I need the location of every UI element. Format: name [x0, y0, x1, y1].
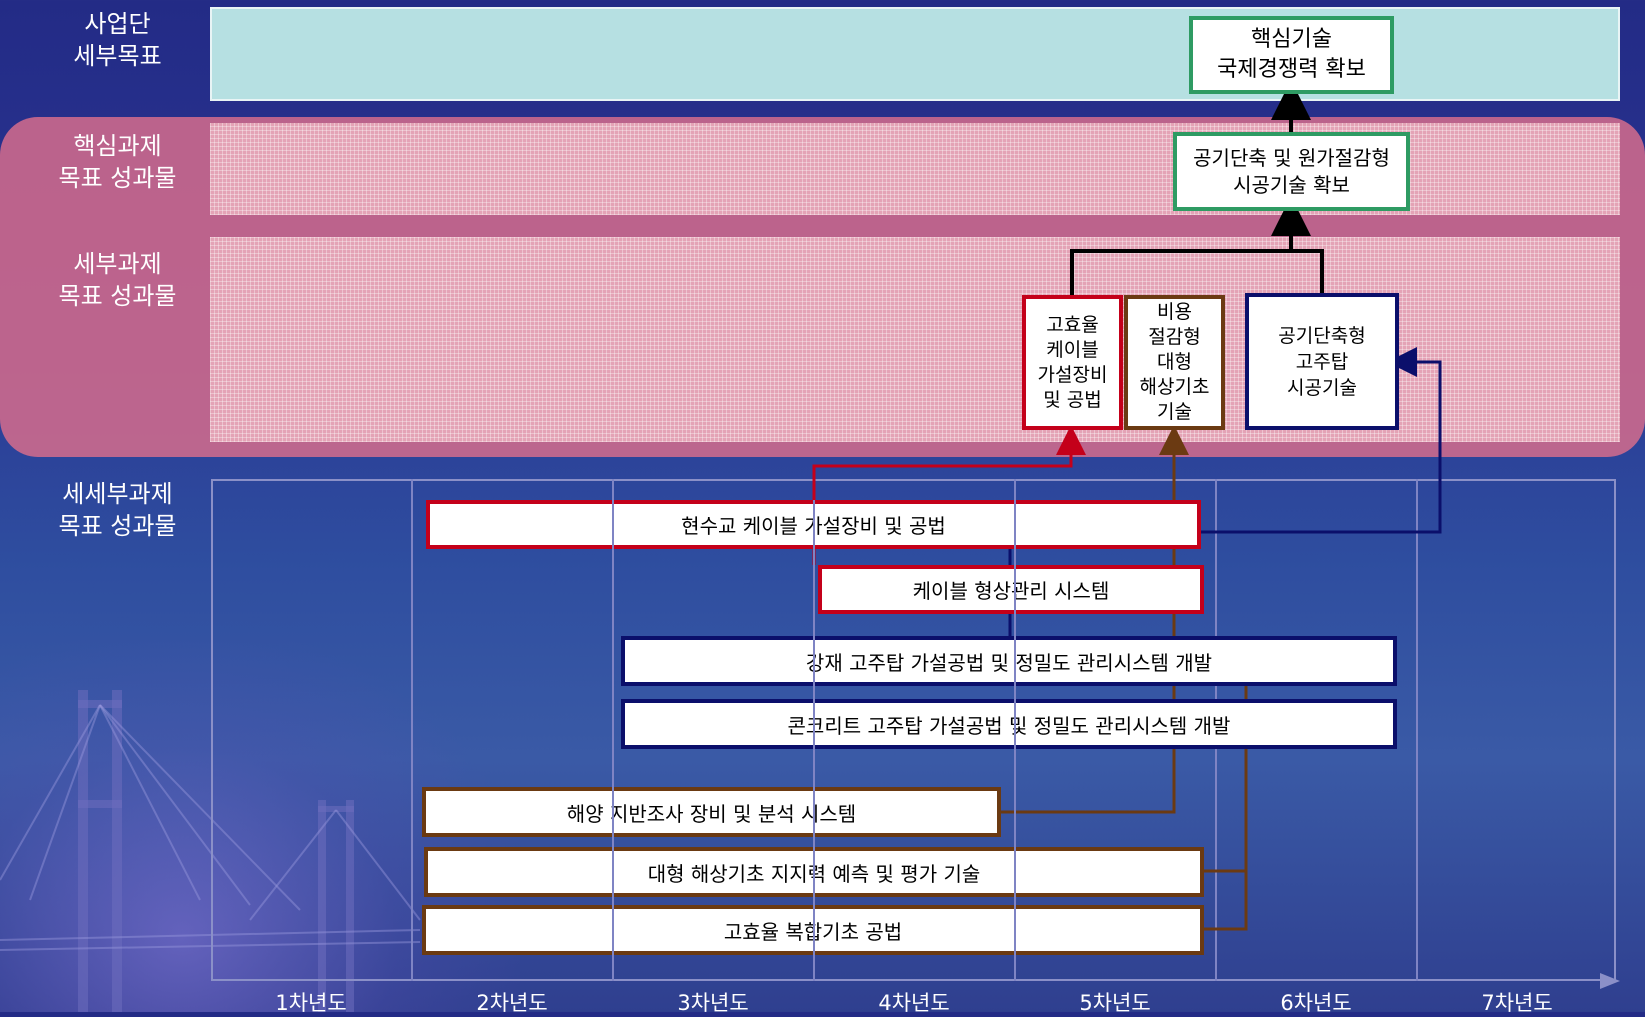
row-label-core: 핵심과제 목표 성과물 — [58, 132, 177, 192]
bar-composite-foundation: 고효율 복합기초 공법 — [422, 905, 1204, 955]
sub-box-cable: 고효율 케이블 가설장비 및 공법 — [1022, 295, 1123, 430]
bar-marine-survey: 해양 지반조사 장비 및 분석 시스템 — [422, 787, 1001, 837]
bar-foundation-capacity: 대형 해상기초 지지력 예측 및 평가 기술 — [424, 847, 1204, 897]
sub-band — [210, 237, 1620, 442]
goal-band — [210, 7, 1620, 101]
year-label-4: 4차년도 — [878, 991, 950, 1015]
row-label-subsub: 세세부과제 목표 성과물 — [58, 480, 177, 540]
bar-concrete-tower: 콘크리트 고주탑 가설공법 및 정밀도 관리시스템 개발 — [621, 699, 1397, 749]
core-box: 공기단축 및 원가절감형 시공기술 확보 — [1173, 132, 1410, 211]
sub-box-foundation: 비용 절감형 대형 해상기초 기술 — [1124, 295, 1225, 430]
year-label-7: 7차년도 — [1481, 991, 1553, 1015]
year-label-1: 1차년도 — [275, 991, 347, 1015]
year-label-2: 2차년도 — [476, 991, 548, 1015]
year-label-3: 3차년도 — [677, 991, 749, 1015]
year-label-5: 5차년도 — [1079, 991, 1151, 1015]
goal-box: 핵심기술 국제경쟁력 확보 — [1189, 16, 1394, 94]
bar-cable-shape-system: 케이블 형상관리 시스템 — [818, 565, 1204, 614]
bar-steel-tower: 강재 고주탑 가설공법 및 정밀도 관리시스템 개발 — [621, 636, 1397, 686]
year-label-6: 6차년도 — [1280, 991, 1352, 1015]
bar-cable-equipment: 현수교 케이블 가설장비 및 공법 — [426, 500, 1201, 549]
sub-box-tower: 공기단축형 고주탑 시공기술 — [1245, 293, 1399, 430]
row-label-sub: 세부과제 목표 성과물 — [58, 250, 177, 310]
row-label-goal: 사업단 세부목표 — [73, 10, 162, 70]
